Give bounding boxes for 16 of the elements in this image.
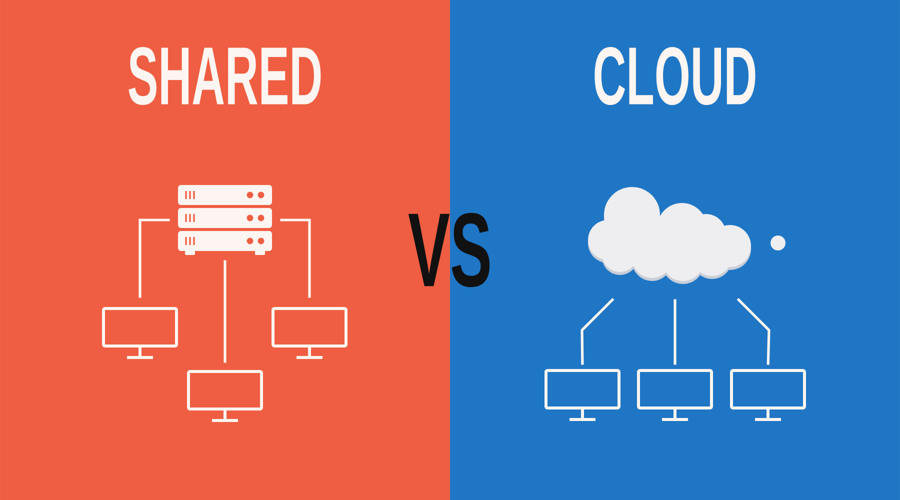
connector-line [736,298,770,365]
monitor-icon [187,370,263,422]
server-icon [178,185,272,255]
heading: CLOUD [594,46,756,106]
heading: SHARED [128,46,321,106]
monitor-icon [272,307,348,359]
monitor-icon [637,369,713,421]
connector-line [138,218,170,298]
monitor-icon [544,369,620,421]
connector-line [280,218,311,298]
monitor-icon [730,369,806,421]
connector-line [224,260,226,363]
connector-line [674,299,676,365]
monitor-icon [102,307,178,359]
cloud-icon [588,187,751,284]
connector-line [580,298,614,365]
